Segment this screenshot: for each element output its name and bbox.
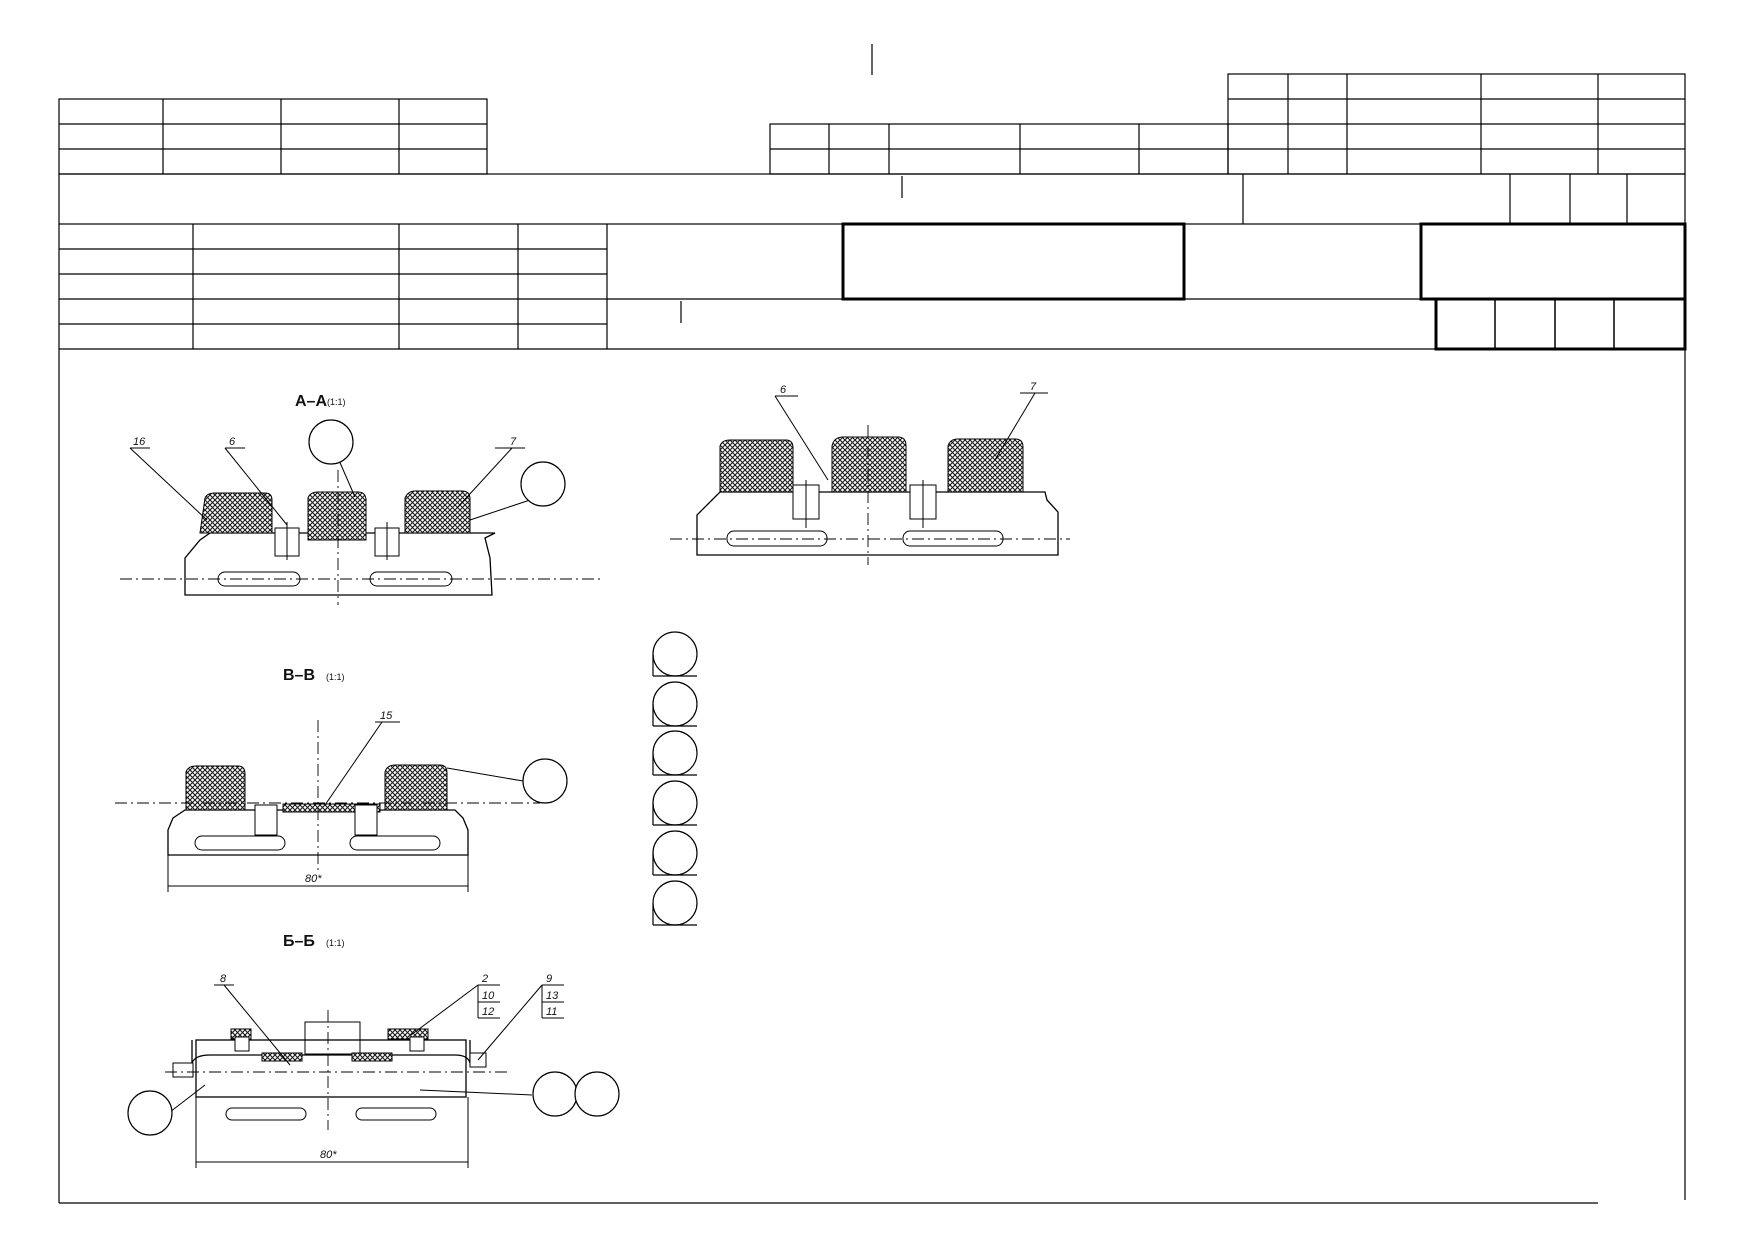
detail-circle	[520, 461, 566, 507]
marker-circle	[652, 780, 698, 826]
section-bb-title: Б–Б	[283, 933, 315, 950]
callout-label: 16	[133, 436, 146, 448]
callout-label: 11	[546, 1006, 557, 1018]
title-block	[58, 44, 1687, 1204]
callout-label: 13	[546, 990, 559, 1002]
callout-label: 6	[780, 384, 787, 396]
section-vv-title: В–В	[283, 667, 315, 684]
section-bb: Б–Б (1:1) 80* 8 2 10 12	[127, 933, 620, 1168]
section-aa-scale: (1:1)	[327, 397, 346, 407]
callout-label: 15	[380, 710, 393, 722]
section-aa: А–А (1:1) 16 6 7	[120, 393, 600, 605]
section-top: 6 7	[670, 381, 1070, 565]
callout-label: 12	[482, 1006, 494, 1018]
section-bb-scale: (1:1)	[326, 938, 345, 948]
dimension-label: 80*	[305, 873, 322, 885]
marker-circle	[652, 880, 698, 926]
detail-circle	[308, 419, 354, 465]
detail-circle	[532, 1071, 578, 1117]
callout-label: 8	[220, 973, 227, 985]
detail-circle	[127, 1090, 173, 1136]
dimension-label: 80*	[320, 1149, 337, 1161]
section-aa-title: А–А	[295, 393, 327, 410]
marker-circle	[652, 730, 698, 776]
marker-circle	[652, 830, 698, 876]
callout-label: 9	[546, 973, 552, 985]
section-vv: В–В (1:1) 80* 15	[115, 667, 568, 892]
callout-label: 2	[481, 973, 488, 985]
marker-circle	[652, 681, 698, 727]
callout-label: 10	[482, 990, 495, 1002]
callout-label: 7	[510, 436, 517, 448]
detail-circle	[574, 1071, 620, 1117]
marker-circle	[652, 631, 698, 677]
callout-label: 6	[229, 436, 236, 448]
section-vv-scale: (1:1)	[326, 672, 345, 682]
marker-column	[652, 631, 698, 926]
detail-circle	[522, 758, 568, 804]
callout-label: 7	[1030, 381, 1037, 393]
